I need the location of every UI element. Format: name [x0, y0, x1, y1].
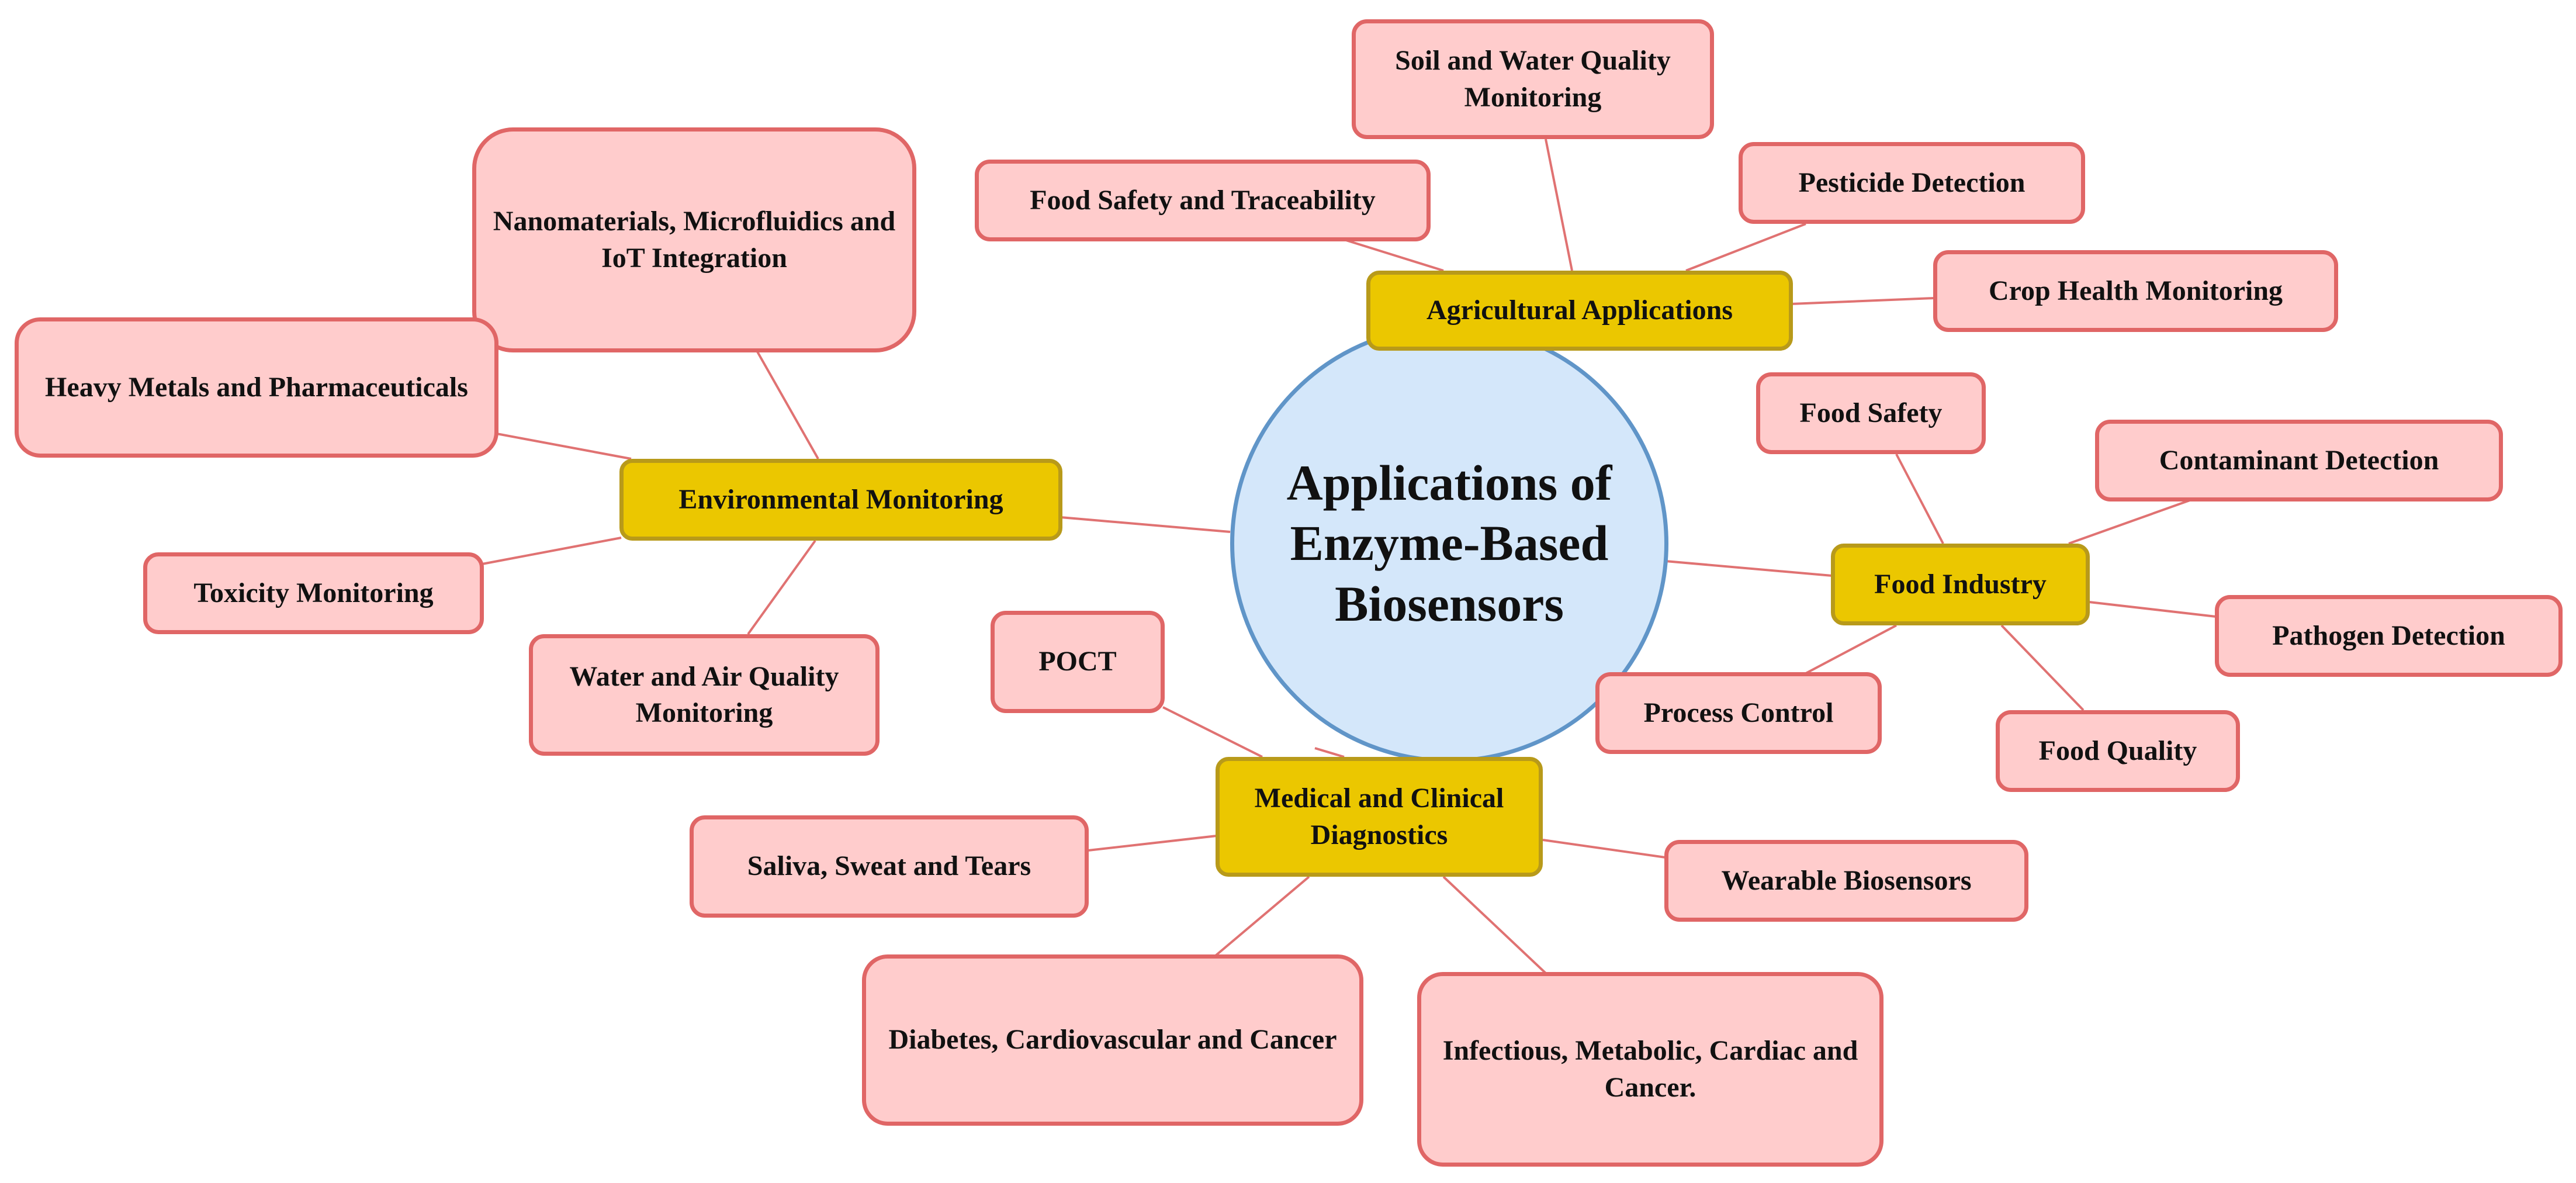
connector-med-saliva [1088, 835, 1217, 852]
category-medical-clinical-diagnostics: Medical and Clinical Diagnostics [1216, 757, 1543, 877]
leaf-nanomaterials-microfluidics-iot: Nanomaterials, Microfluidics and IoT Int… [472, 127, 916, 352]
connector-center-medical [1314, 747, 1345, 758]
connector-food-process [1805, 624, 1897, 674]
leaf-saliva-sweat-tears: Saliva, Sweat and Tears [690, 815, 1089, 918]
category-food-industry: Food Industry [1831, 544, 2090, 625]
connector-med-wearable [1542, 839, 1666, 859]
leaf-food-quality: Food Quality [1996, 710, 2240, 792]
connector-center-food [1665, 560, 1833, 577]
leaf-pathogen-detection: Pathogen Detection [2215, 595, 2563, 677]
leaf-pesticide-detection: Pesticide Detection [1739, 142, 2085, 224]
leaf-crop-health-monitoring: Crop Health Monitoring [1933, 250, 2338, 332]
connector-agri-food-safety-traceability [1344, 238, 1444, 272]
connector-env-heavy-metals [496, 433, 632, 460]
leaf-diabetes-cardiovascular-cancer: Diabetes, Cardiovascular and Cancer [862, 954, 1363, 1126]
category-agricultural-applications: Agricultural Applications [1366, 271, 1793, 351]
connector-env-nanomaterials [756, 350, 819, 459]
connector-env-toxicity [482, 537, 622, 565]
leaf-contaminant-detection: Contaminant Detection [2095, 420, 2503, 501]
leaf-wearable-biosensors: Wearable Biosensors [1664, 840, 2028, 922]
connector-center-environmental [1060, 516, 1231, 533]
leaf-soil-water-quality: Soil and Water Quality Monitoring [1352, 19, 1714, 139]
leaf-water-air-quality: Water and Air Quality Monitoring [529, 634, 880, 756]
connector-food-contaminant [2068, 499, 2192, 545]
connector-food-quality [2000, 624, 2085, 711]
leaf-toxicity-monitoring: Toxicity Monitoring [143, 552, 484, 634]
leaf-infectious-metabolic-cardiac-cancer: Infectious, Metabolic, Cardiac and Cance… [1417, 972, 1883, 1167]
connector-food-safety [1895, 454, 1944, 544]
connector-med-poct [1162, 706, 1263, 758]
category-environmental-monitoring: Environmental Monitoring [619, 459, 1062, 541]
connector-agri-crop [1791, 297, 1935, 305]
connector-env-water-air [747, 539, 816, 635]
connector-agri-pesticide [1685, 223, 1806, 272]
leaf-food-safety-traceability: Food Safety and Traceability [975, 160, 1431, 241]
connector-med-diabetes [1214, 876, 1310, 957]
leaf-poct: POCT [991, 611, 1165, 713]
leaf-process-control: Process Control [1595, 672, 1882, 754]
connector-agri-soil [1545, 139, 1573, 271]
leaf-heavy-metals-pharmaceuticals: Heavy Metals and Pharmaceuticals [15, 317, 498, 458]
leaf-food-safety: Food Safety [1756, 372, 1986, 454]
connector-med-infectious [1442, 876, 1547, 974]
connector-food-pathogen [2089, 601, 2217, 618]
